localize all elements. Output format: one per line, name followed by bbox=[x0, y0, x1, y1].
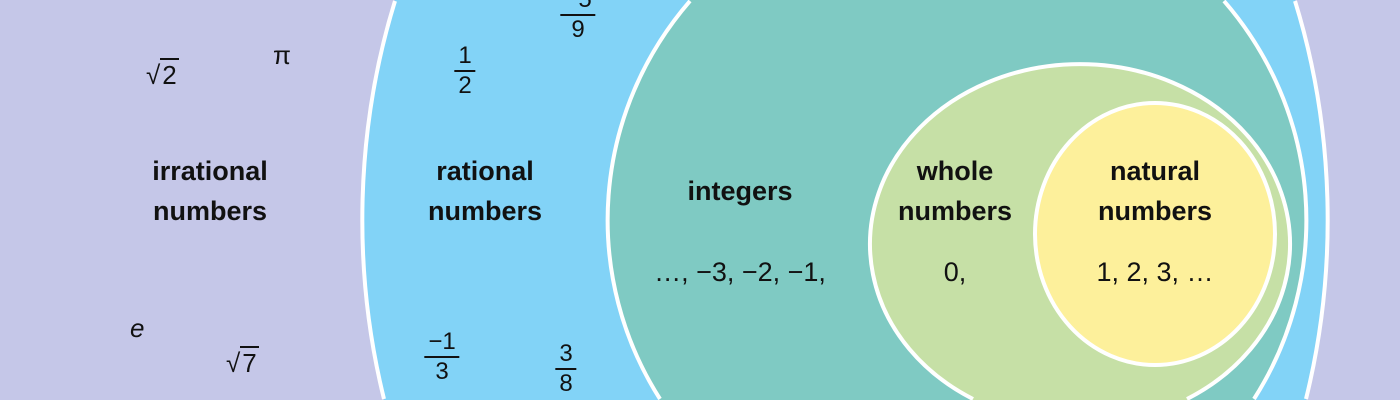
sqrt7: √7 bbox=[226, 346, 259, 378]
natural-set bbox=[1033, 101, 1277, 367]
e: e bbox=[130, 313, 145, 343]
fraction: −59 bbox=[560, 0, 596, 44]
pi: π bbox=[273, 40, 291, 70]
whole-examples: 0, bbox=[943, 257, 967, 287]
sqrt2: √2 bbox=[146, 58, 179, 90]
integers-examples: …, −3, −2, −1, bbox=[654, 257, 826, 287]
natural-examples: 1, 2, 3, … bbox=[1096, 257, 1214, 287]
integers-label: integers bbox=[687, 176, 793, 206]
